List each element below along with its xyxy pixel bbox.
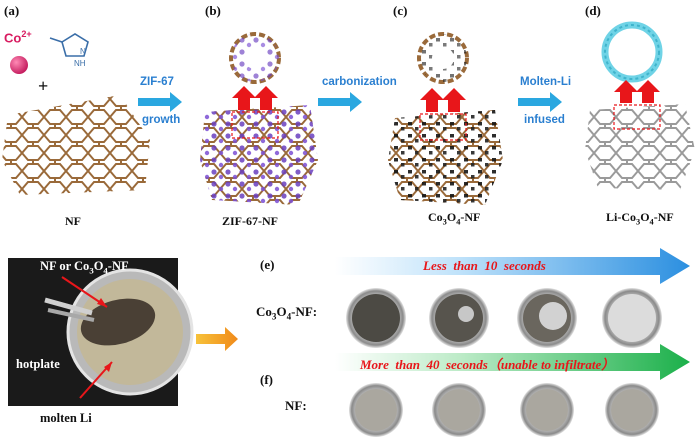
co-ion-sphere (10, 56, 28, 74)
arrow-3-top-label: Molten-Li (520, 76, 572, 88)
up-arrow-d2 (636, 80, 660, 103)
nf-mesh-structure (2, 95, 150, 195)
up-arrow-b2 (254, 86, 278, 110)
zif-particles (200, 105, 318, 205)
process-arrow-3 (518, 92, 562, 112)
process-arrow-1 (138, 92, 182, 112)
up-arrow-d1 (614, 80, 638, 103)
plus-sign: + (38, 76, 49, 96)
dish-e3 (517, 288, 577, 348)
caption-d: Li-Co3O4-NF (606, 210, 674, 227)
co3o4-ring-structure (417, 32, 469, 84)
dish-f2 (432, 383, 486, 437)
banner-f-arrow (335, 344, 690, 380)
dish-e2 (429, 288, 489, 348)
banner-e-text: Less than 10 seconds (423, 258, 546, 273)
panel-label-e: (e) (260, 257, 275, 272)
zoom-box-d (613, 104, 661, 130)
co3o4-particles (388, 110, 503, 205)
process-arrow-2 (318, 92, 362, 112)
panel-label-a: (a) (4, 3, 20, 18)
arrow-1-top-label: ZIF-67 (140, 76, 174, 88)
li-ring-structure (601, 21, 663, 83)
zoom-box-c (419, 113, 467, 141)
dish-e1 (346, 288, 406, 348)
arrow-2-top-label: carbonization (322, 76, 397, 88)
dish-f1 (349, 383, 403, 437)
methylimidazole-structure (49, 33, 89, 57)
up-arrow-c2 (442, 88, 466, 112)
banner-f-text: More than 40 seconds（unable to infiltrat… (360, 357, 615, 372)
zoom-box-b (231, 111, 279, 139)
panel-label-c: (c) (393, 3, 408, 18)
photo-label-molten: molten Li (40, 411, 92, 425)
svg-text:NH: NH (74, 59, 86, 68)
panel-label-d: (d) (585, 3, 601, 18)
result-arrow (196, 327, 238, 351)
up-arrow-b1 (232, 86, 256, 110)
arrow-1-bottom-label: growth (142, 114, 181, 126)
arrow-3-bottom-label: infused (524, 114, 565, 126)
caption-c: Co3O4-NF (428, 210, 481, 227)
svg-text:N: N (80, 47, 86, 56)
dish-f3 (520, 383, 574, 437)
dish-f4 (605, 383, 659, 437)
li-nf-mesh (585, 104, 695, 190)
hotplate-photo (8, 258, 194, 406)
caption-a: NF (65, 214, 81, 228)
co-ion-label: Co2+ (4, 29, 32, 46)
panel-label-b: (b) (205, 3, 221, 18)
dish-e4 (602, 288, 662, 348)
banner-e-arrow (335, 248, 690, 284)
panel-label-f: (f) (260, 372, 273, 387)
photo-label-sample: NF or Co3O4-NF (40, 259, 129, 276)
photo-label-hotplate: hotplate (16, 357, 60, 371)
row-label-f: NF: (285, 398, 307, 413)
caption-b: ZIF-67-NF (222, 214, 278, 228)
row-label-e: Co3O4-NF: (256, 304, 318, 322)
up-arrow-c1 (420, 88, 444, 112)
zif-ring-structure (229, 32, 281, 84)
